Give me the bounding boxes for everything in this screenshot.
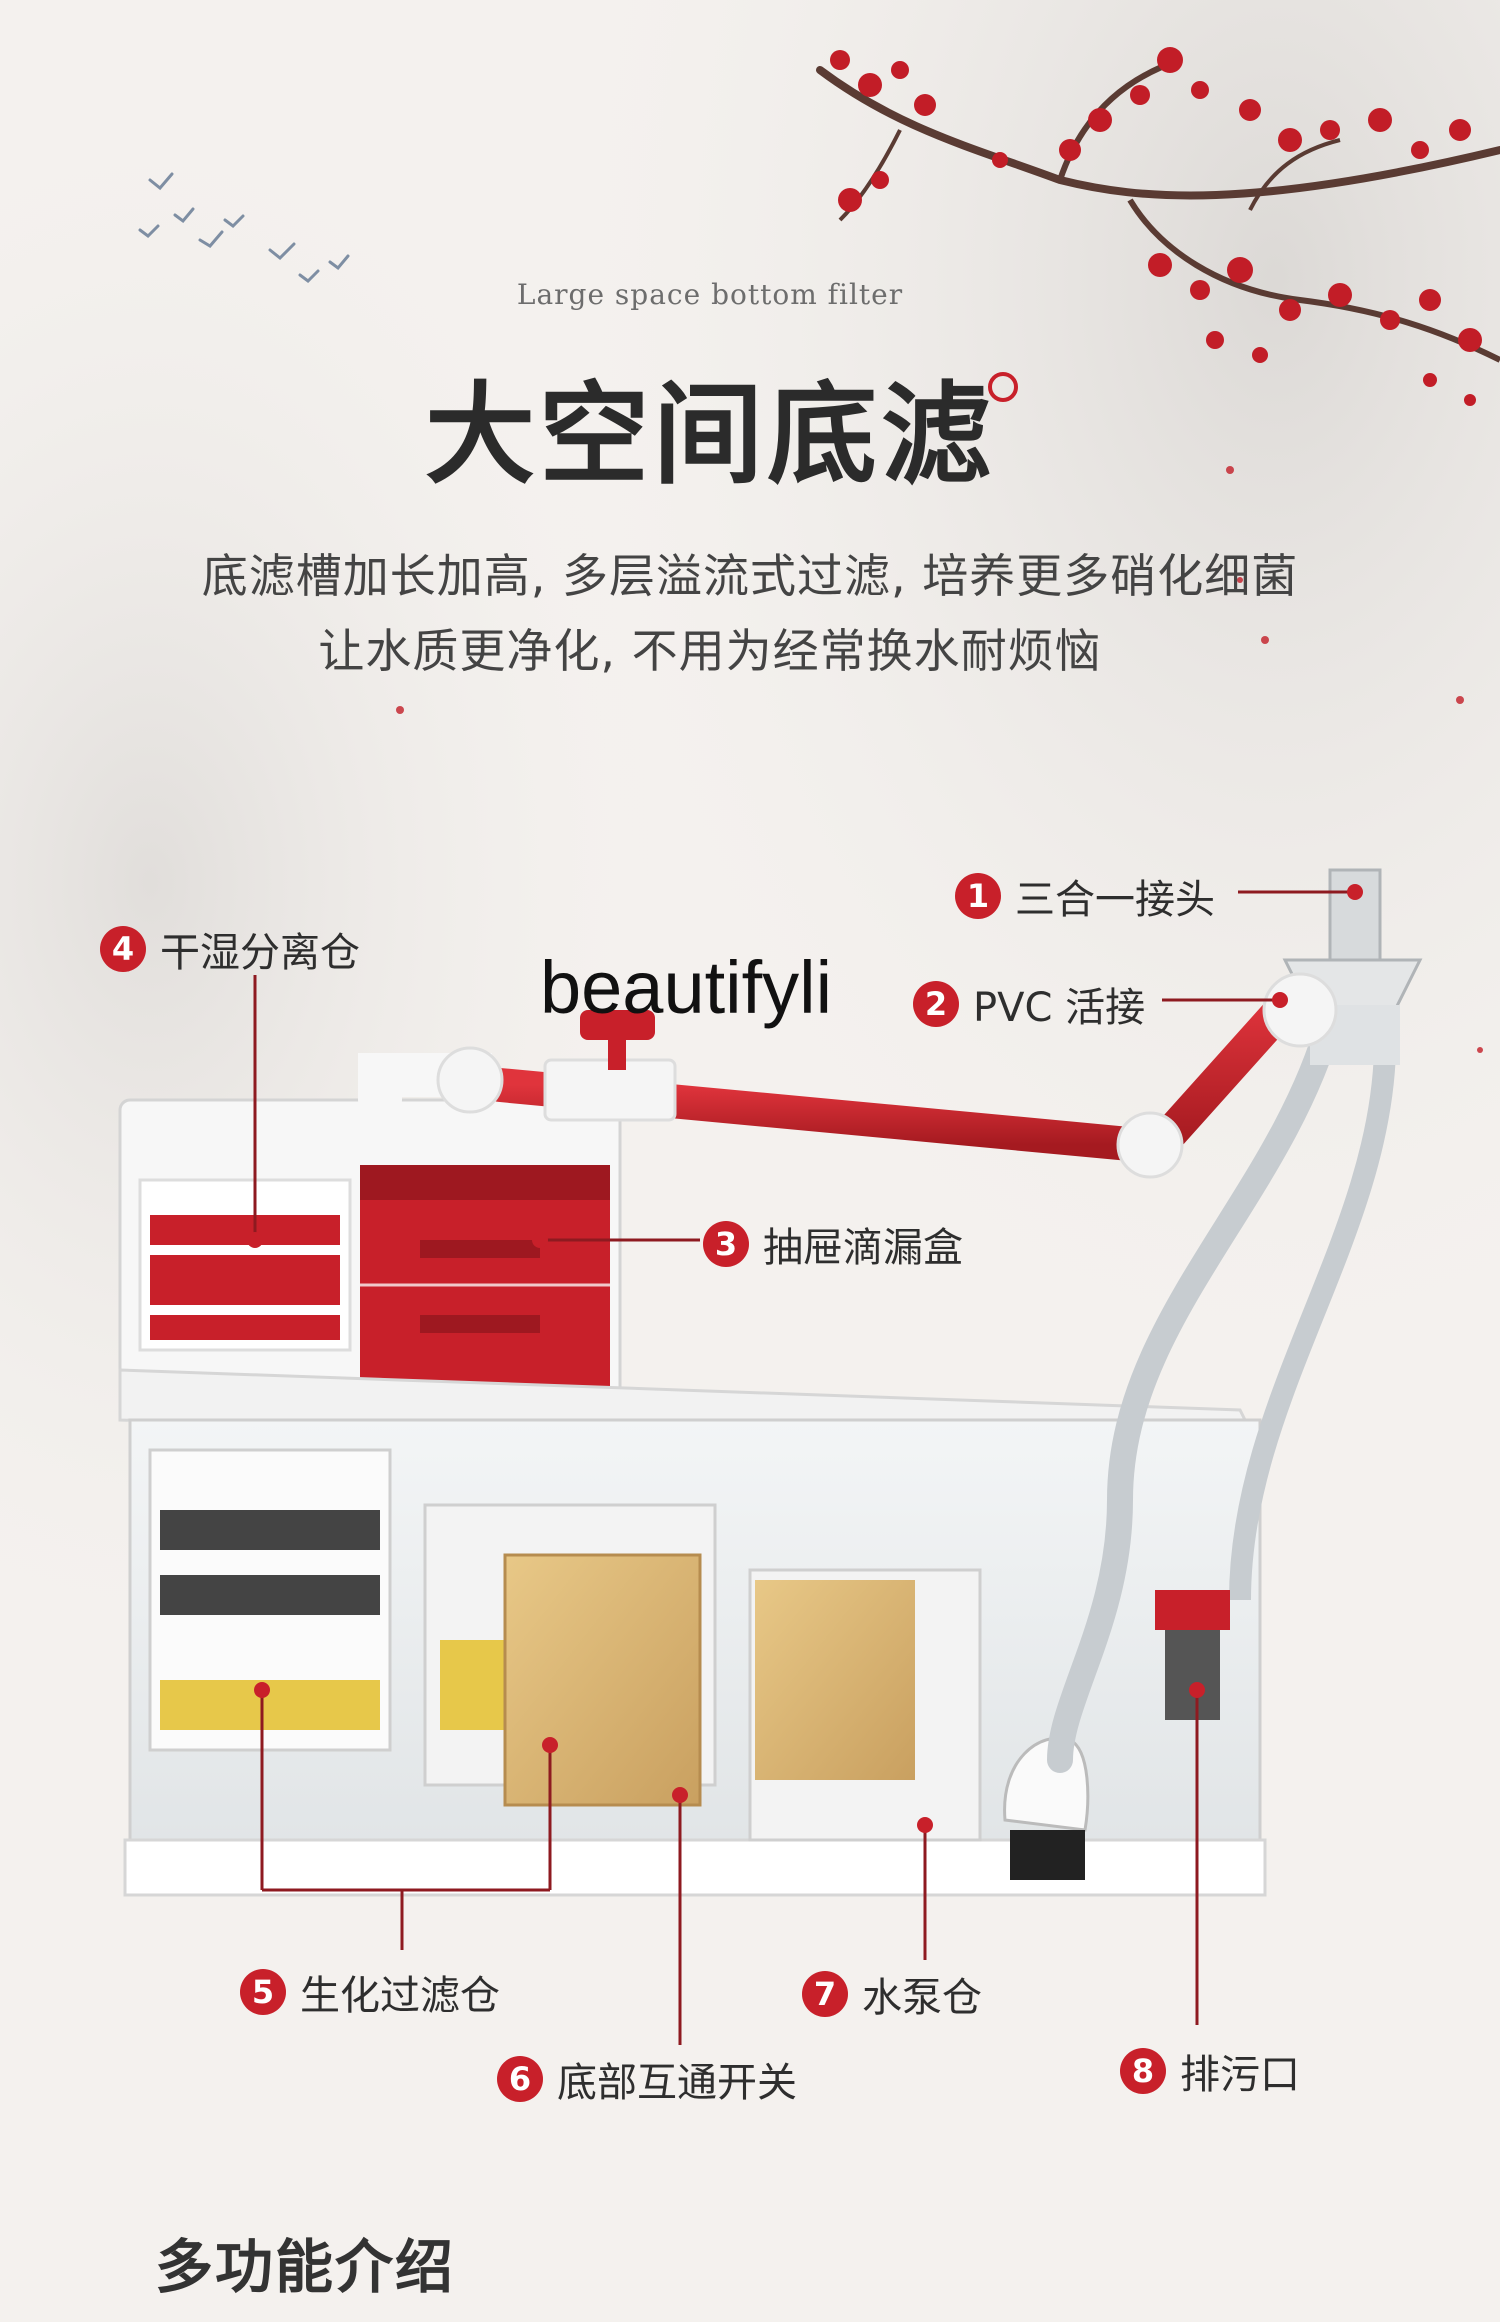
callout-label: PVC 活接 bbox=[973, 985, 1146, 1031]
section-title: 多功能介绍 bbox=[155, 2233, 456, 2301]
callout-label: 抽屉滴漏盒 bbox=[763, 1225, 963, 1271]
callout-label: 排污口 bbox=[1180, 2052, 1300, 2098]
callout-5: 5 生化过滤仓 bbox=[240, 1963, 500, 2021]
birds-decoration bbox=[138, 172, 350, 283]
description-line-1: 底滤槽加长加高, 多层溢流式过滤, 培养更多硝化细菌 bbox=[201, 549, 1299, 603]
callout-number: 4 bbox=[100, 926, 146, 972]
callout-label: 三合一接头 bbox=[1015, 877, 1215, 923]
callout-number: 3 bbox=[703, 1221, 749, 1267]
callout-label: 水泵仓 bbox=[862, 1975, 982, 2021]
callout-label: 干湿分离仓 bbox=[160, 930, 360, 976]
callout-number: 1 bbox=[955, 873, 1001, 919]
page-title: 大空间底滤 bbox=[425, 370, 995, 499]
callout-3: 3 抽屉滴漏盒 bbox=[703, 1215, 963, 1273]
callout-label: 生化过滤仓 bbox=[300, 1973, 500, 2019]
callout-number: 5 bbox=[240, 1969, 286, 2015]
callout-number: 7 bbox=[802, 1971, 848, 2017]
callout-8: 8 排污口 bbox=[1120, 2042, 1300, 2100]
callout-leaders bbox=[253, 890, 1355, 2045]
callout-label: 底部互通开关 bbox=[557, 2060, 797, 2106]
watermark-text: beautifyli bbox=[540, 946, 833, 1029]
callout-number: 8 bbox=[1120, 2048, 1166, 2094]
callout-4: 4 干湿分离仓 bbox=[100, 920, 360, 978]
subtitle-english: Large space bottom filter bbox=[516, 278, 904, 311]
callout-6: 6 底部互通开关 bbox=[497, 2050, 797, 2108]
callout-number: 2 bbox=[913, 981, 959, 1027]
callout-2: 2 PVC 活接 bbox=[913, 975, 1145, 1033]
callout-7: 7 水泵仓 bbox=[802, 1965, 982, 2023]
callout-1: 1 三合一接头 bbox=[955, 867, 1215, 925]
title-dot-icon bbox=[988, 372, 1018, 402]
plum-branch-decoration bbox=[396, 47, 1500, 1053]
callout-number: 6 bbox=[497, 2056, 543, 2102]
aquarium-filter-illustration bbox=[118, 868, 1423, 1897]
description-line-2: 让水质更净化, 不用为经常换水耐烦恼 bbox=[318, 624, 1102, 678]
